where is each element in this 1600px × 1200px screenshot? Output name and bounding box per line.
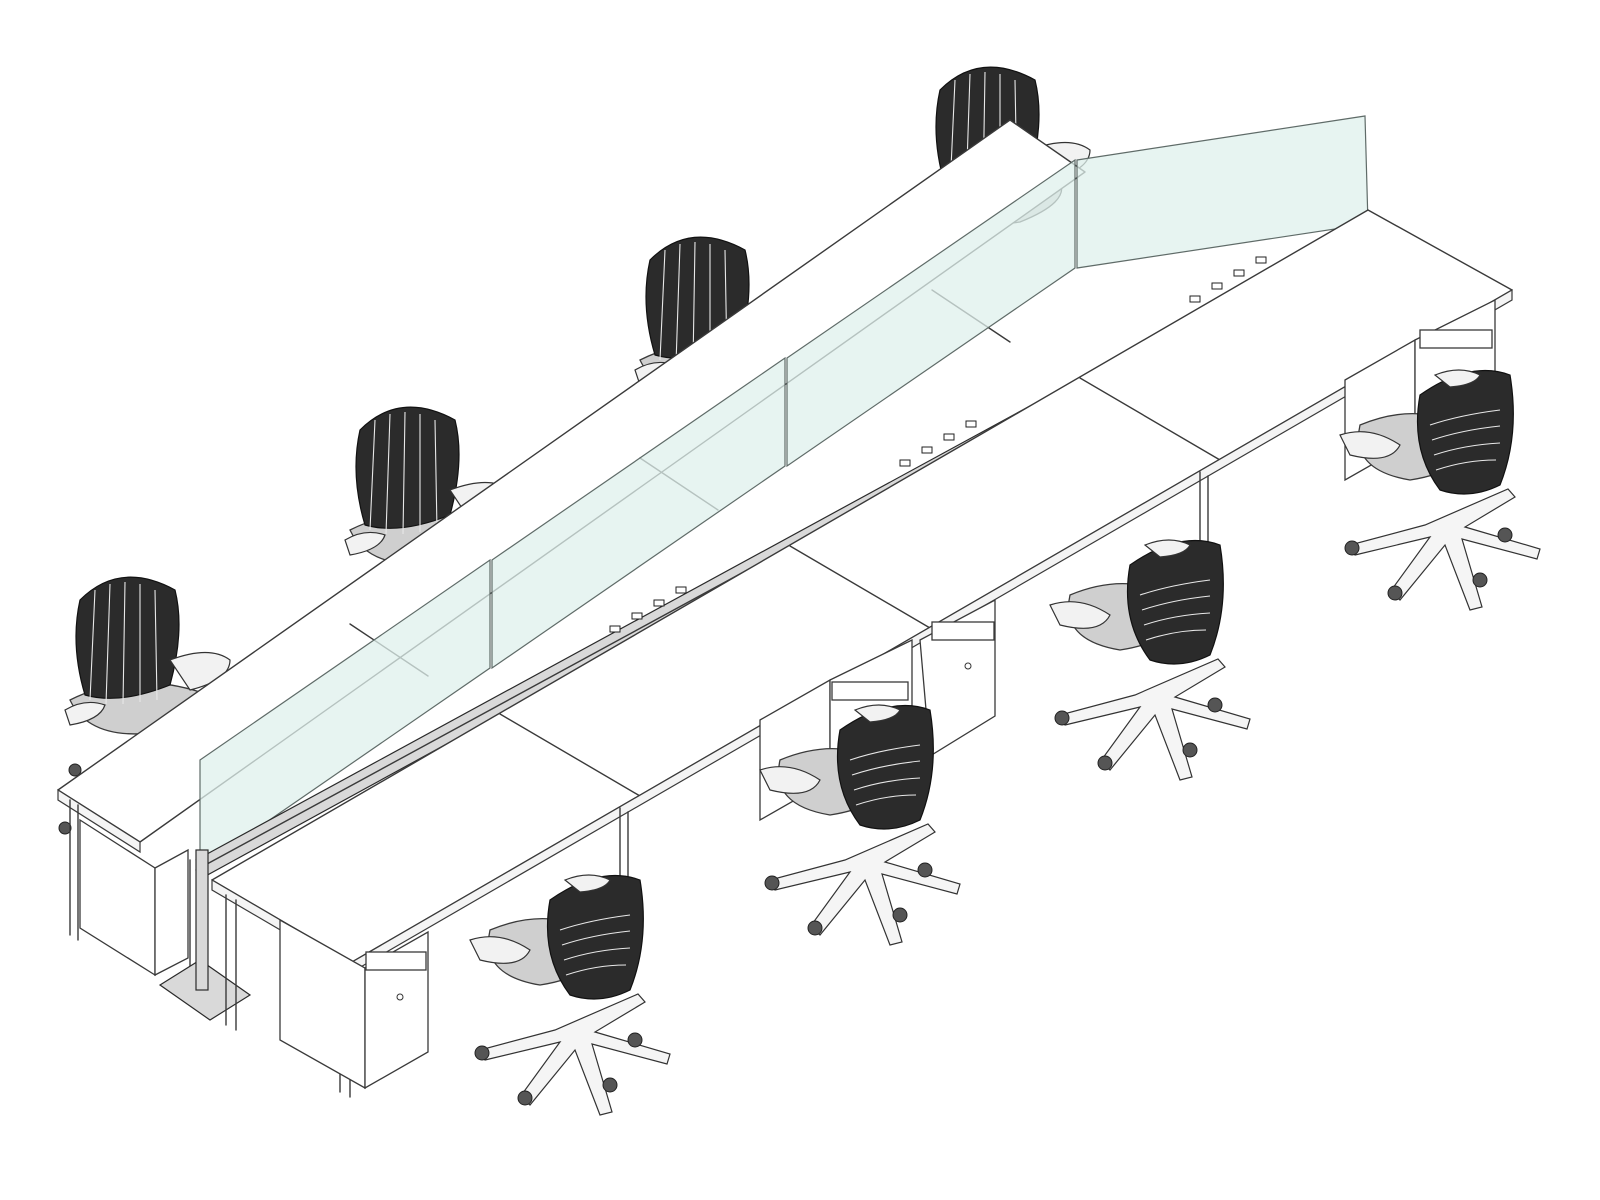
pedestal-cabinet-1 <box>279 918 429 1090</box>
glass-panel-3 <box>786 158 1076 468</box>
front-chair-4 <box>1339 369 1541 611</box>
glass-panel-1 <box>199 558 491 870</box>
back-pedestal-cabinet <box>79 818 156 977</box>
front-chair-2 <box>759 704 961 946</box>
front-chair-1 <box>469 874 671 1116</box>
back-chair-1 <box>58 576 231 835</box>
front-chair-3 <box>1049 539 1251 781</box>
front-pedestal-cabinets <box>279 298 1496 1090</box>
glass-panel-2 <box>491 356 786 670</box>
